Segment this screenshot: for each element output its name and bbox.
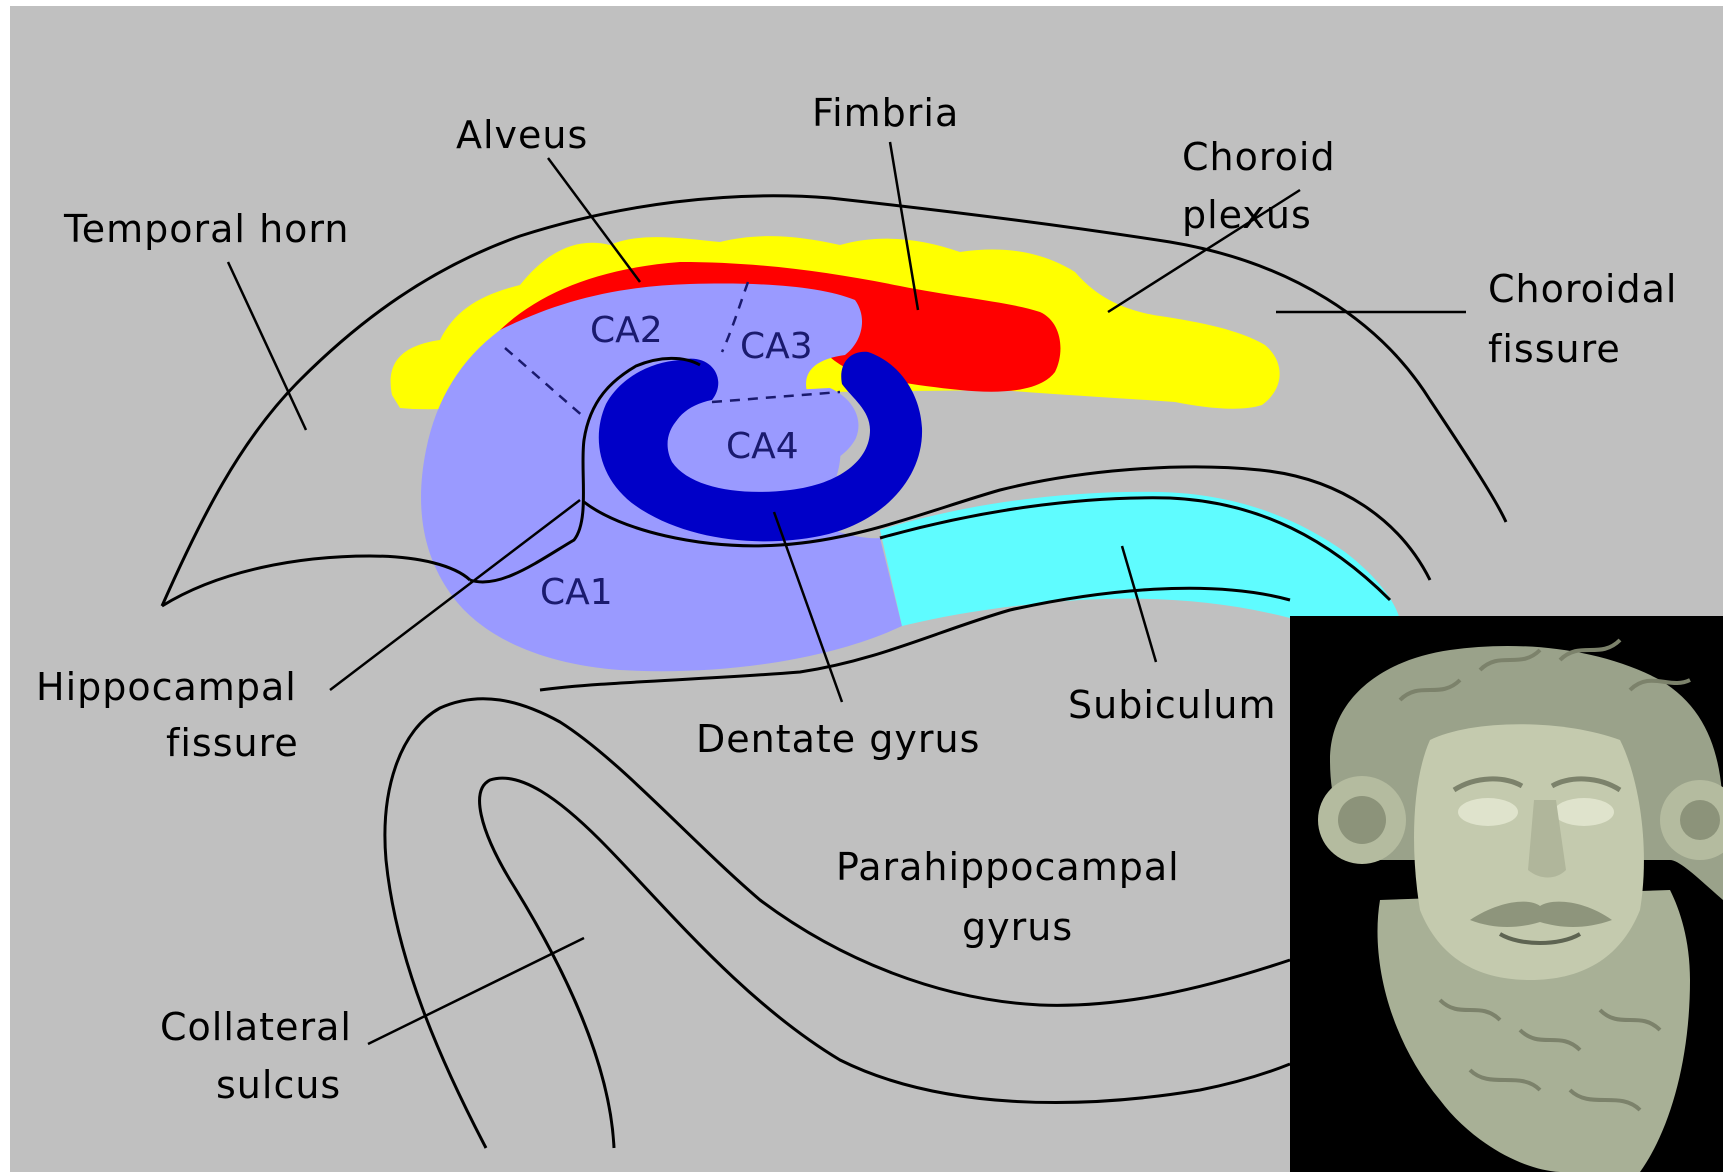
hippocampal-fissure-label-line2: fissure: [166, 721, 299, 765]
dentate-gyrus-label: Dentate gyrus: [696, 717, 980, 761]
choroidal-fissure-label-line1: Choroidal: [1488, 267, 1677, 311]
alveus-label: Alveus: [456, 113, 588, 157]
choroidal-fissure-label-line2: fissure: [1488, 327, 1621, 371]
parahippocampal-gyrus-label-line1: Parahippocampal: [836, 845, 1180, 889]
subiculum-label: Subiculum: [1068, 683, 1277, 727]
ca2-label: CA2: [590, 310, 663, 351]
fimbria-label: Fimbria: [812, 91, 959, 135]
hippocampal-fissure-label-line1: Hippocampal: [36, 665, 297, 709]
parahippocampal-gyrus-label-line2: gyrus: [962, 905, 1073, 949]
ca3-label: CA3: [740, 326, 813, 367]
collateral-sulcus-label-line1: Collateral: [160, 1005, 352, 1049]
ca1-label: CA1: [540, 572, 613, 613]
collateral-sulcus-label-line2: sulcus: [216, 1063, 341, 1107]
choroid-plexus-label-line1: Choroid: [1182, 135, 1336, 179]
choroid-plexus-label-line2: plexus: [1182, 193, 1312, 237]
temporal-horn-label: Temporal horn: [63, 207, 349, 251]
ca4-label: CA4: [726, 426, 799, 467]
bearded-head-sculpture-photo: [1290, 616, 1723, 1172]
